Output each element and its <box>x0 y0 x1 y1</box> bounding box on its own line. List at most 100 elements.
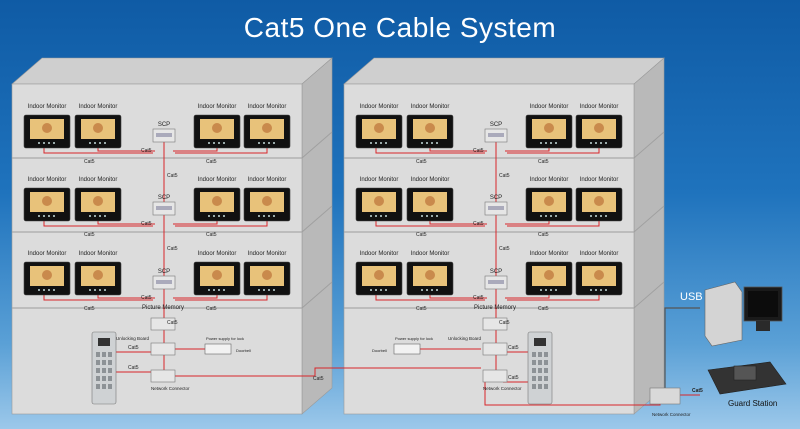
door-station-key <box>96 352 100 357</box>
door-station-key <box>108 352 112 357</box>
diagram-title: Cat5 One Cable System <box>243 12 557 43</box>
monitor-button <box>545 215 547 217</box>
power-supply-label: Power supply for lock <box>395 336 433 341</box>
monitor-button <box>595 215 597 217</box>
monitor-button <box>595 289 597 291</box>
monitor-face <box>262 196 272 206</box>
scp-switch-icon <box>484 128 508 143</box>
monitor-face <box>544 270 554 280</box>
monitor-button <box>48 215 50 217</box>
floor-divider-side <box>301 205 333 233</box>
door-station-key <box>96 384 100 389</box>
indoor-monitor-icon <box>74 187 122 222</box>
unlocking-board-label: Unlocking Board <box>116 336 150 341</box>
monitor-button <box>431 142 433 144</box>
indoor-monitor-icon <box>243 187 291 222</box>
monitor-button <box>436 142 438 144</box>
door-station-key <box>544 352 548 357</box>
monitor-button <box>208 215 210 217</box>
indoor-monitor-icon <box>525 114 573 149</box>
door-station-key <box>96 368 100 373</box>
monitor-button <box>213 289 215 291</box>
monitor-button <box>600 142 602 144</box>
monitor-face <box>262 123 272 133</box>
cat5-cable <box>173 295 218 299</box>
monitor-button <box>94 215 96 217</box>
cat5-label: Cat5 <box>499 320 510 326</box>
monitor-button <box>545 142 547 144</box>
indoor-monitor-icon <box>193 187 241 222</box>
cat5-cable <box>173 148 218 152</box>
monitor-button <box>104 142 106 144</box>
monitor-button <box>375 215 377 217</box>
door-station-key <box>538 360 542 365</box>
door-station-key <box>532 368 536 373</box>
monitor-button <box>43 215 45 217</box>
indoor-monitor-label: Indoor Monitor <box>411 177 450 183</box>
monitor-button <box>258 142 260 144</box>
indoor-monitor-icon <box>74 261 122 296</box>
door-station-key <box>532 376 536 381</box>
monitor-button <box>550 215 552 217</box>
building-2 <box>343 57 665 415</box>
door-station-key <box>532 360 536 365</box>
cat5-cable <box>173 221 218 225</box>
indoor-monitor-label: Indoor Monitor <box>198 104 237 110</box>
monitor-button <box>545 289 547 291</box>
indoor-monitor-label: Indoor Monitor <box>411 251 450 257</box>
building-1 <box>11 57 333 415</box>
door-station-key <box>544 368 548 373</box>
monitor-button <box>99 142 101 144</box>
usb-label: USB <box>680 291 703 303</box>
monitor-button <box>218 142 220 144</box>
cat5-label: Cat5 <box>508 375 519 381</box>
cat5-label: Cat5 <box>206 306 217 312</box>
monitor-button <box>370 142 372 144</box>
cat5-label: Cat5 <box>499 246 510 252</box>
computer-screen <box>748 291 778 317</box>
indoor-monitor-icon <box>525 187 573 222</box>
indoor-monitor-label: Indoor Monitor <box>28 104 67 110</box>
indoor-monitor-label: Indoor Monitor <box>411 104 450 110</box>
indoor-monitor-icon <box>355 261 403 296</box>
monitor-button <box>263 142 265 144</box>
indoor-monitor-icon <box>23 187 71 222</box>
network-connector-body <box>482 369 508 383</box>
guard-station-label: Guard Station <box>728 399 777 408</box>
cat5-cable <box>175 221 268 227</box>
cat5-label: Cat5 <box>84 159 95 165</box>
indoor-monitor-icon <box>355 187 403 222</box>
indoor-monitor-icon <box>406 114 454 149</box>
indoor-monitor-icon <box>74 114 122 149</box>
indoor-monitor-label: Indoor Monitor <box>248 104 287 110</box>
door-station-key <box>538 384 542 389</box>
scp-switch-icon <box>152 128 176 143</box>
monitor-face <box>93 270 103 280</box>
door-station-key <box>96 376 100 381</box>
door-station-key <box>102 376 106 381</box>
monitor-button <box>380 289 382 291</box>
monitor-face <box>425 196 435 206</box>
monitor-button <box>273 215 275 217</box>
cat5-label: Cat5 <box>313 376 324 382</box>
monitor-face <box>374 123 384 133</box>
monitor-button <box>385 142 387 144</box>
indoor-monitor-icon <box>23 114 71 149</box>
cat5-cable <box>175 295 268 301</box>
monitor-button <box>590 142 592 144</box>
indoor-monitor-label: Indoor Monitor <box>248 177 287 183</box>
monitor-button <box>273 289 275 291</box>
indoor-monitor-icon <box>193 114 241 149</box>
monitor-button <box>258 289 260 291</box>
cat5-label: Cat5 <box>473 295 484 301</box>
monitor-button <box>555 215 557 217</box>
monitor-button <box>104 215 106 217</box>
door-station-icon <box>91 331 117 405</box>
cat5-label: Cat5 <box>84 232 95 238</box>
network-connector-body <box>150 369 176 383</box>
scp-switch-icon <box>484 275 508 290</box>
inter-building-cable <box>175 367 481 377</box>
power-supply-body <box>393 343 421 355</box>
monitor-button <box>426 142 428 144</box>
unlocking-board-icon <box>482 342 508 356</box>
